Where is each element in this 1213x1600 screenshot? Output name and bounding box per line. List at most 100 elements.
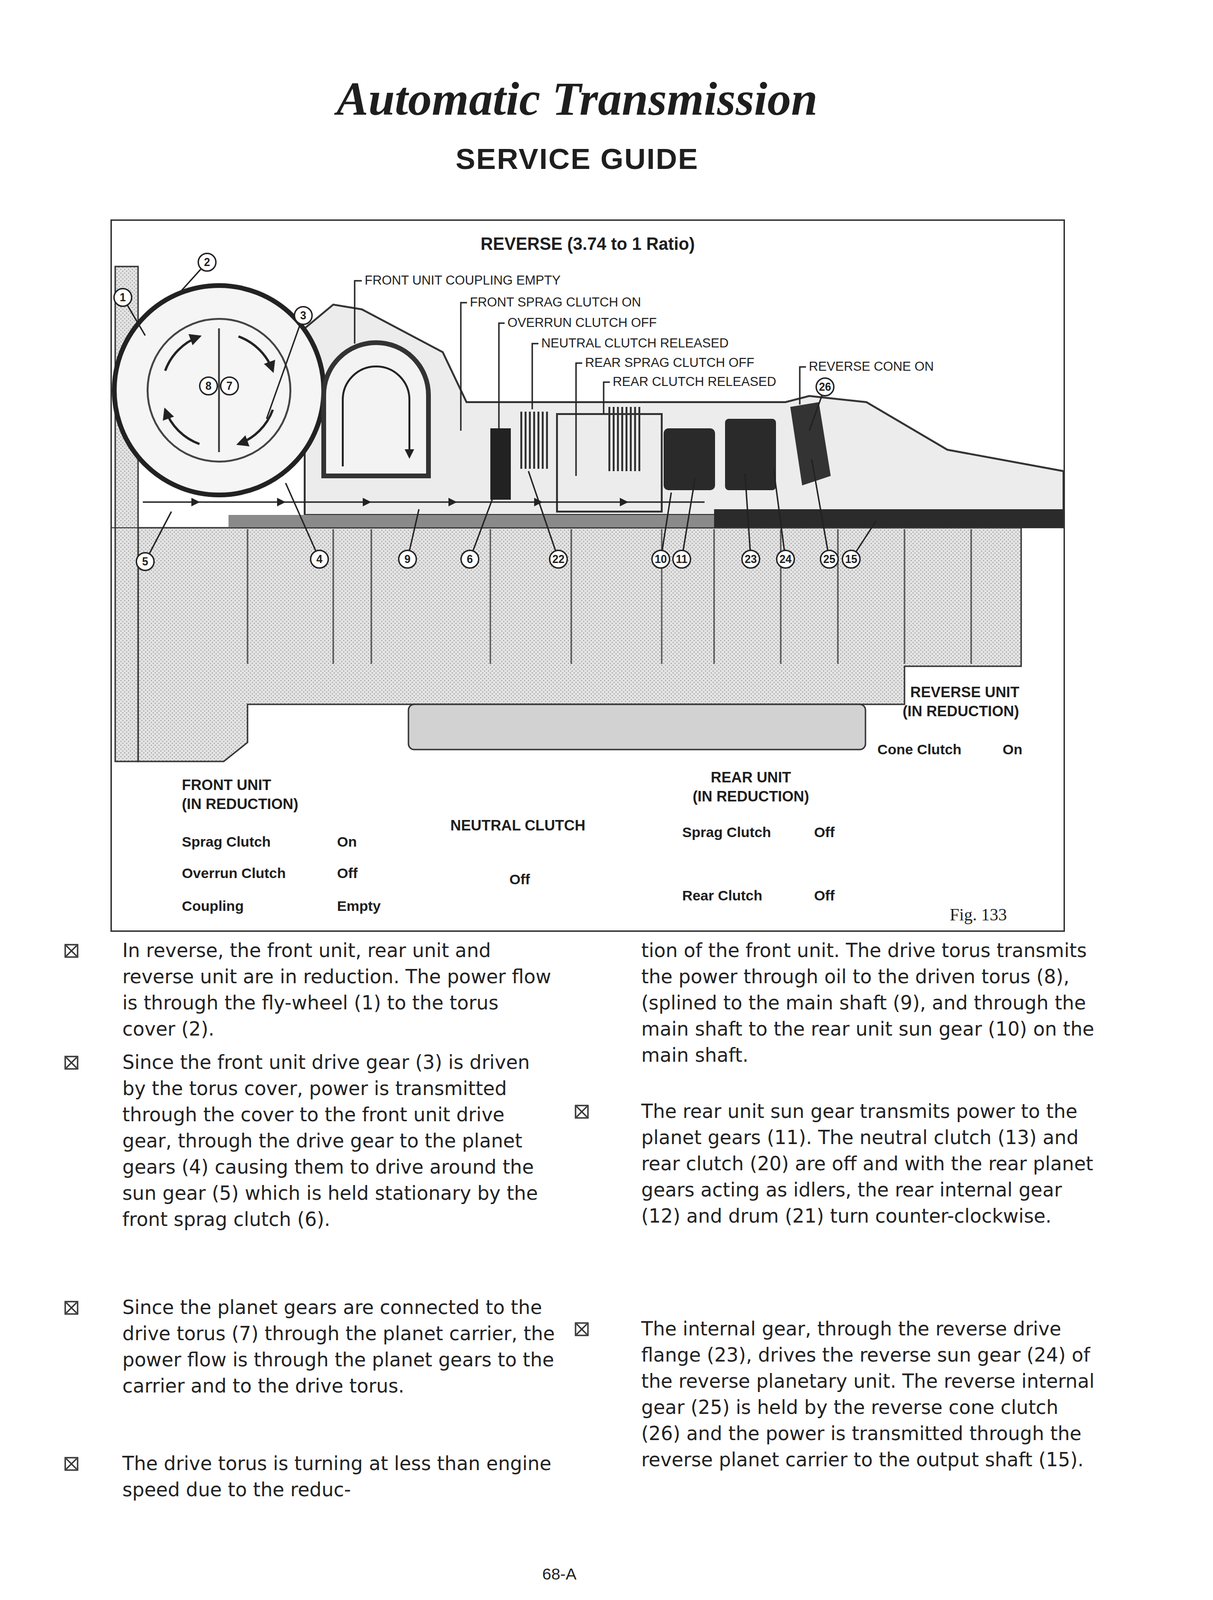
callout-number: 26: [818, 381, 832, 393]
leader-line: [460, 302, 468, 431]
leader-line: [745, 473, 751, 560]
clutch-plate: [546, 411, 548, 469]
status-table-text: (IN REDUCTION): [181, 795, 299, 814]
checkbox-bullet: [64, 944, 79, 959]
checkbox-bullet: [64, 1055, 79, 1071]
callout-number: 10: [654, 554, 667, 566]
oil-pan: [408, 704, 866, 750]
status-table-text: Rear Clutch: [682, 887, 763, 905]
callout-circle: 2: [197, 252, 217, 272]
status-annotation: REAR CLUTCH RELEASED: [612, 374, 777, 390]
callout-circle: 3: [293, 306, 313, 326]
leader-line: [354, 280, 362, 344]
callout-number: 7: [226, 380, 233, 392]
figure-caption: Fig. 133: [949, 905, 1007, 925]
callout-circle: 10: [651, 549, 671, 569]
body-paragraph: Since the planet gears are connected to …: [122, 1294, 557, 1400]
checkbox-cross: [66, 1302, 77, 1314]
status-table-text: (IN REDUCTION): [902, 703, 1020, 721]
leader-line: [681, 478, 696, 560]
callout-circle: 4: [309, 549, 329, 569]
callout-circle: 11: [672, 549, 692, 569]
clutch-plate: [612, 407, 615, 472]
leader-line: [660, 492, 672, 560]
callout-circle: 5: [135, 552, 155, 572]
page-title: Automatic Transmission: [336, 71, 818, 127]
checkbox-cross: [66, 1459, 77, 1470]
leader-line: [576, 363, 583, 477]
clutch-plate: [537, 411, 540, 469]
checkbox-cross: [576, 1106, 587, 1118]
rear-planet-unit: [663, 428, 716, 491]
checkbox-frame: [575, 1105, 588, 1119]
clutch-plate: [528, 411, 531, 469]
housing-partition: [332, 529, 335, 665]
reverse-planet-unit: [725, 418, 776, 491]
callout-circle: 6: [460, 549, 480, 569]
clutch-plate: [608, 407, 611, 472]
status-table-text: Sprag Clutch: [682, 824, 772, 842]
callout-circle: 15: [841, 549, 861, 569]
checkbox-cross: [66, 1459, 77, 1470]
leader-line: [532, 343, 539, 410]
status-table-text: Off: [814, 887, 835, 905]
checkbox-bullet: [64, 1301, 79, 1316]
housing-partition: [970, 529, 973, 665]
status-annotation: FRONT SPRAG CLUTCH ON: [469, 295, 642, 310]
checkbox-cross: [576, 1324, 587, 1335]
status-table-text: Coupling: [181, 898, 244, 915]
lower-housing: [138, 527, 1022, 762]
callout-number: 23: [744, 554, 757, 566]
status-table-text: NEUTRAL CLUTCH: [450, 817, 586, 835]
checkbox-frame: [575, 1323, 588, 1336]
callout-circle: 23: [741, 549, 761, 569]
oil-flow-arrow: [165, 336, 200, 371]
status-table-text: Sprag Clutch: [181, 834, 271, 851]
clutch-plate: [524, 411, 527, 469]
upper-housing: [304, 304, 1064, 516]
housing-partition: [247, 529, 249, 665]
torus-divider: [218, 328, 220, 453]
callout-number: 11: [676, 554, 688, 566]
clutch-plate: [634, 407, 637, 472]
status-annotation: REAR SPRAG CLUTCH OFF: [585, 355, 755, 371]
callout-number: 22: [552, 554, 565, 566]
status-table-text: (IN REDUCTION): [692, 788, 810, 806]
status-table-text: Empty: [337, 898, 381, 915]
callout-number: 4: [316, 554, 323, 566]
clutch-plate: [541, 411, 544, 469]
leader-line: [498, 323, 505, 429]
body-paragraph: The drive torus is turning at less than …: [122, 1451, 557, 1504]
callout-number: 15: [845, 554, 858, 566]
clutch-plate: [629, 407, 632, 472]
front-unit-coupling: [323, 342, 429, 477]
checkbox-cross: [66, 945, 77, 957]
checkbox-cross: [66, 1302, 77, 1314]
body-paragraph: The internal gear, through the reverse d…: [641, 1316, 1101, 1474]
fluid-torus: [147, 318, 291, 462]
status-table-text: Off: [337, 865, 358, 883]
clutch-plate: [533, 411, 536, 469]
callout-circle: 22: [548, 549, 568, 569]
checkbox-cross: [66, 1057, 77, 1069]
checkbox-bullet: [574, 1322, 589, 1337]
page-number: 68-A: [542, 1565, 577, 1584]
leader-line: [266, 315, 304, 419]
status-annotation: FRONT UNIT COUPLING EMPTY: [364, 273, 561, 289]
housing-partition: [837, 529, 839, 665]
leader-line: [469, 485, 498, 560]
status-table-text: Overrun Clutch: [181, 865, 286, 883]
torus-cover: [114, 285, 324, 496]
status-annotation: OVERRUN CLUTCH OFF: [507, 315, 657, 331]
power-flow-arrow: [191, 497, 200, 507]
checkbox-bullet: [64, 1457, 79, 1472]
output-shaft: [714, 509, 1064, 528]
callout-circle: 25: [819, 549, 839, 569]
page-subtitle: SERVICE GUIDE: [455, 141, 699, 176]
reverse-cone-clutch: [790, 402, 831, 486]
leader-line: [285, 483, 320, 560]
body-paragraph: In reverse, the front unit, rear unit an…: [122, 937, 557, 1043]
leader-line: [773, 468, 786, 560]
callout-number: 5: [142, 556, 149, 568]
body-paragraph: tion of the front unit. The drive torus …: [641, 937, 1101, 1069]
